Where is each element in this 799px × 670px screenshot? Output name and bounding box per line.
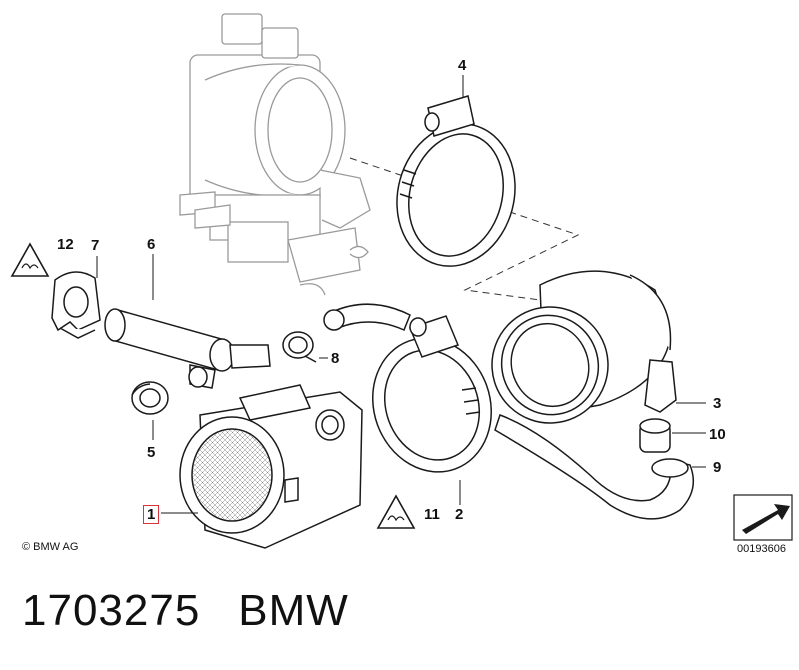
brand-name: BMW [238,586,349,635]
part-number: 1703275 [22,586,201,635]
callout-8[interactable]: 8 [331,350,340,367]
copyright-notice: © BMW AG [22,541,79,553]
callout-12[interactable]: 12 [57,236,74,253]
hose-clamp-large [371,315,493,473]
callout-3[interactable]: 3 [713,395,722,412]
callout-5[interactable]: 5 [147,444,156,461]
breather-hose [494,414,695,520]
orientation-arrow-icon [733,494,793,541]
leader-lines [96,75,706,514]
grommet [131,381,169,415]
callout-2[interactable]: 2 [455,506,464,523]
parts-diagram [10,13,793,549]
callout-4[interactable]: 4 [458,57,467,74]
air-mass-meter [179,384,363,549]
connecting-pipe [323,303,411,331]
part-caption: 1703275 BMW [22,586,349,636]
diagram-reference-number: 00193606 [737,543,786,555]
callout-10[interactable]: 10 [709,426,726,443]
small-clamp [282,331,317,363]
intake-boot [491,270,677,424]
hose-clamp-upper [396,95,516,267]
fitting-small [639,418,671,453]
idle-control-valve [104,308,271,389]
valve-holder [51,271,101,339]
callout-6[interactable]: 6 [147,236,156,253]
callout-1[interactable]: 1 [143,505,160,524]
callout-7[interactable]: 7 [91,237,100,254]
throttle-body-ghost [179,13,371,296]
warning-triangle-11 [376,494,416,529]
callout-9[interactable]: 9 [713,459,722,476]
callout-11[interactable]: 11 [424,506,440,523]
warning-triangle-12 [10,242,50,277]
